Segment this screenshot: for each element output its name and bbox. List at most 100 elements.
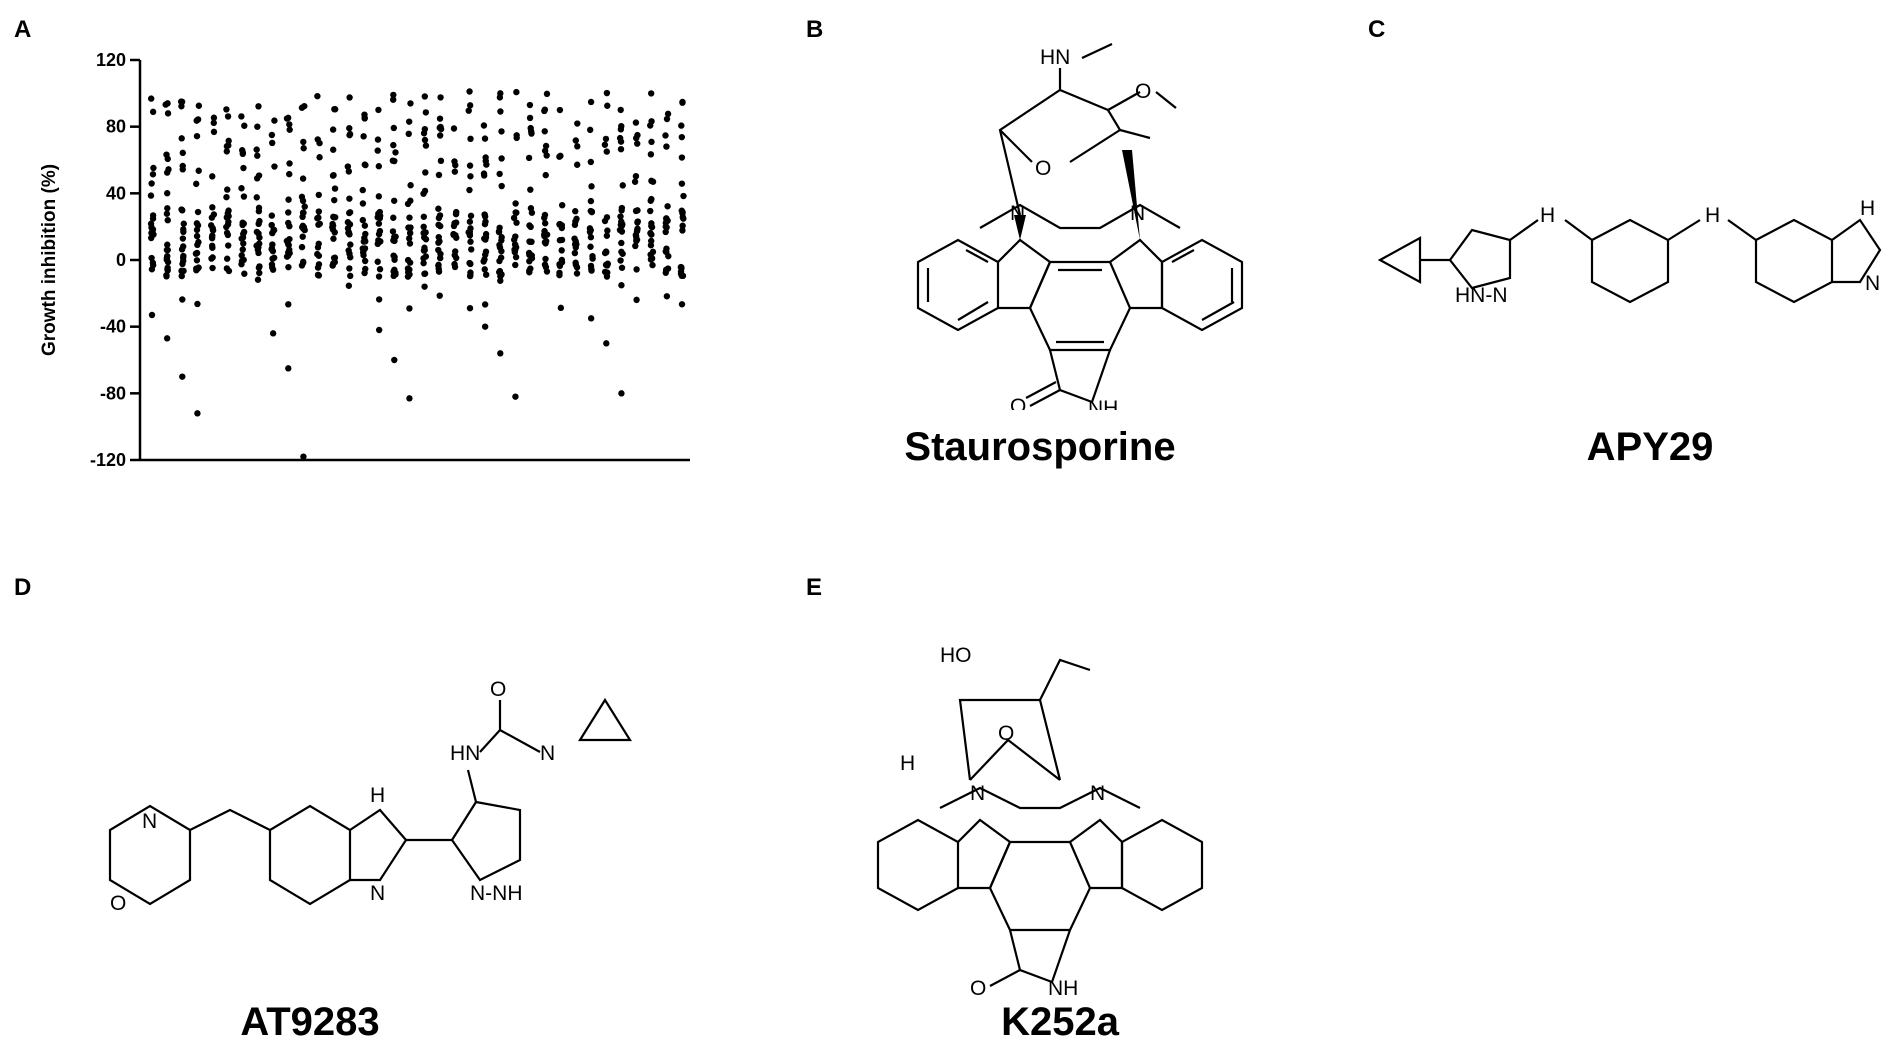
data-point [466,186,473,194]
atom-h: H [1705,204,1720,227]
data-point [269,229,276,237]
data-point [194,208,202,216]
data-point [437,157,445,165]
compound-name-k252a: K252a [1001,1000,1119,1044]
data-point [330,213,337,221]
data-point [633,236,641,243]
atom-n: N [1010,202,1025,225]
data-point [208,255,215,262]
data-point [315,261,323,268]
data-point [240,164,247,172]
data-point [268,245,276,252]
data-point [147,192,155,199]
data-point [480,258,487,265]
data-point [241,270,248,277]
data-point [360,133,367,140]
data-point [285,209,292,216]
data-point [256,217,263,225]
outlier-point [497,350,504,357]
data-point [300,138,307,146]
data-point [240,220,247,227]
data-point [180,252,187,260]
data-point [164,110,172,117]
outlier-point [285,365,292,372]
data-point [647,122,654,129]
outlier-point [269,330,277,337]
data-point [526,101,534,109]
data-point [496,94,504,101]
panel-letter-c: C [1368,16,1386,43]
data-point [345,247,352,254]
data-point [193,226,201,234]
data-point [679,272,687,280]
data-point [664,265,672,272]
data-point [573,264,581,271]
atom-hn: HN [450,742,480,765]
data-point [223,143,231,150]
data-point [587,98,595,106]
data-point [662,223,669,230]
data-point [224,186,231,193]
data-point [391,157,398,165]
data-point [255,244,262,251]
data-point [465,229,472,236]
atom-n: N [142,810,157,833]
data-point [239,147,246,154]
data-point [238,252,245,259]
data-point [407,182,414,189]
panel-letter-d: D [14,574,32,601]
atom-hnn: HN-N [1455,284,1508,307]
atom-o: O [1010,395,1026,410]
data-point [223,148,231,155]
atom-o: O [1035,157,1051,180]
data-point [482,154,489,161]
data-point [359,200,367,207]
data-point [194,116,202,123]
data-point [329,126,337,133]
data-point [481,135,489,142]
data-point [240,228,248,236]
data-point [240,193,248,200]
data-point [557,152,564,160]
data-point [526,222,533,229]
data-point [466,102,474,109]
data-point [330,146,337,153]
data-point [525,249,533,257]
data-point [633,296,640,304]
data-point [406,235,413,242]
data-point [193,265,200,272]
data-point [315,208,323,215]
data-point [405,118,413,125]
data-point [390,91,397,99]
data-point [466,304,474,312]
data-point [179,235,187,242]
data-point [648,237,655,245]
data-point [375,296,383,303]
data-point [467,238,474,245]
data-point [422,142,430,149]
data-point [571,249,579,257]
data-point [285,301,292,308]
outlier-point [406,395,413,402]
data-point [435,268,443,275]
data-point [285,219,292,227]
data-point [525,154,533,162]
data-point [527,186,534,193]
data-point [510,236,518,243]
data-point [482,230,490,238]
data-point [271,117,278,124]
data-point [268,221,275,229]
data-point [527,205,535,212]
data-point [422,253,430,260]
data-point [618,204,626,212]
data-point [193,132,201,140]
data-point [374,258,381,265]
data-point [619,182,626,189]
data-point [209,226,217,234]
data-point [604,227,611,234]
data-point [255,172,263,179]
data-point [254,152,261,159]
data-point [557,304,565,312]
data-point [634,131,641,139]
data-point [664,110,672,118]
